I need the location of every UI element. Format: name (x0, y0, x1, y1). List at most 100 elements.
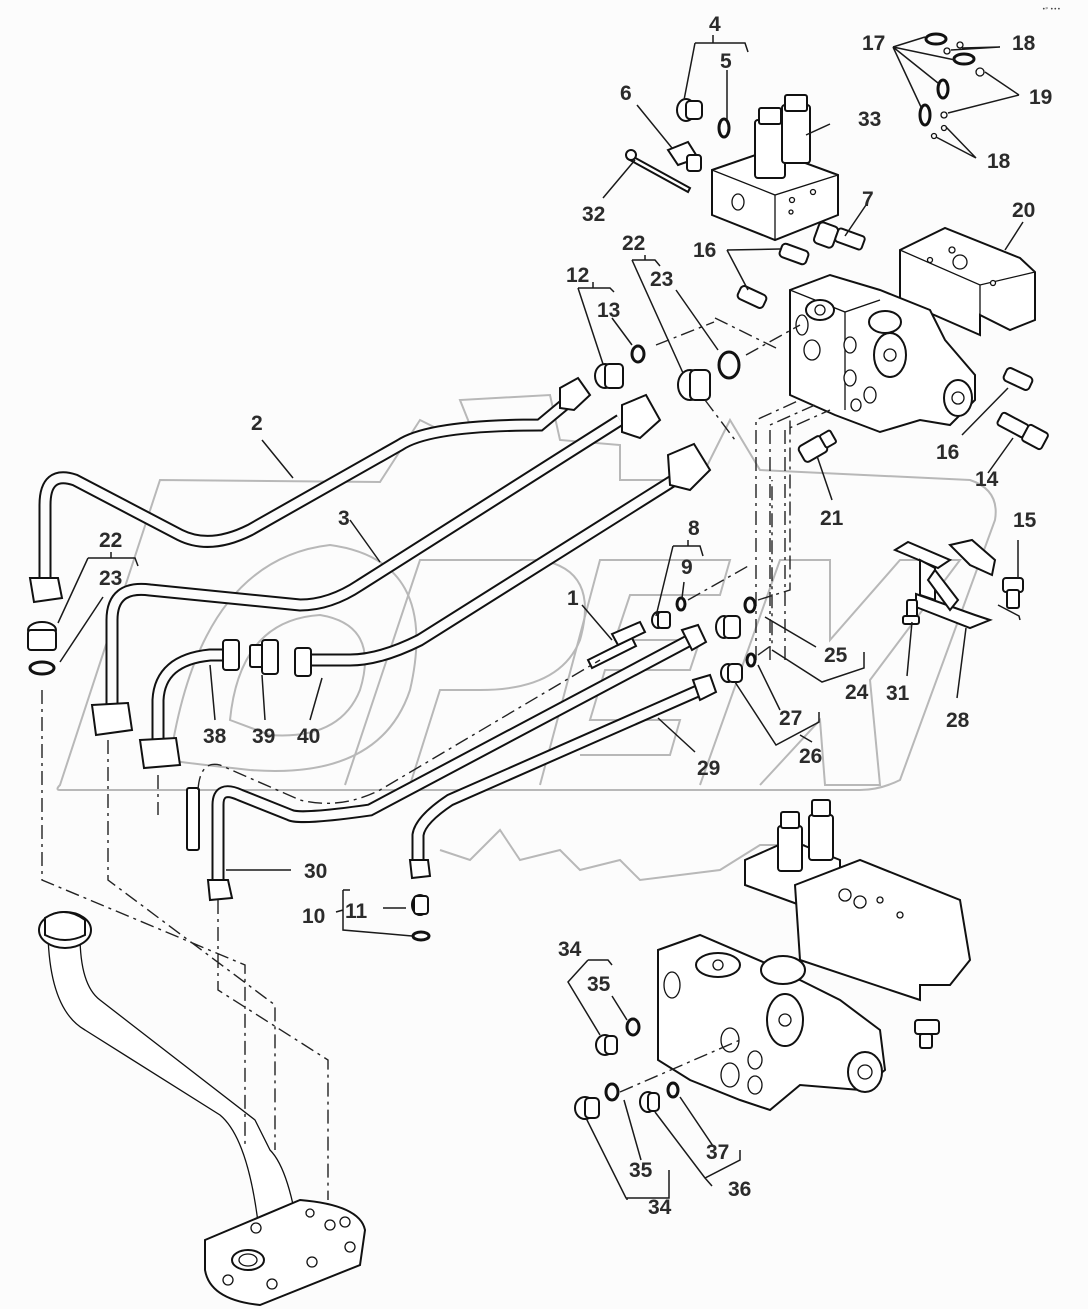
part-8-fitting[interactable] (651, 611, 671, 629)
callout-4[interactable]: 4 (709, 13, 721, 36)
alignment-line-sensor (197, 659, 601, 804)
callout-27[interactable]: 27 (779, 707, 802, 730)
part-9-o-ring[interactable] (675, 596, 687, 612)
callout-17[interactable]: 17 (862, 32, 885, 55)
callout-29[interactable]: 29 (697, 757, 720, 780)
alignment-lines-fittings (687, 420, 791, 656)
part-16-plug-upper[interactable] (778, 242, 810, 266)
part-7-fitting[interactable] (812, 221, 866, 251)
part-24-fitting[interactable] (715, 615, 741, 639)
part-22-adapter-lower[interactable] (27, 621, 57, 651)
lower-valve-assembly[interactable] (657, 799, 972, 1112)
part-35-o-ring-lower[interactable] (604, 1082, 620, 1102)
callout-22a[interactable]: 22 (622, 232, 645, 255)
callout-18b[interactable]: 18 (987, 150, 1011, 173)
part-14-relief-plug[interactable] (996, 411, 1049, 451)
callout-15[interactable]: 15 (1013, 509, 1037, 532)
pipe-40[interactable] (294, 442, 712, 677)
callout-11[interactable]: 11 (345, 900, 368, 923)
callout-18a[interactable]: 18 (1012, 32, 1036, 55)
part-21-sensor[interactable] (797, 429, 837, 463)
callout-35b[interactable]: 35 (629, 1159, 653, 1182)
callout-10[interactable]: 10 (302, 905, 325, 928)
pipe-38[interactable] (138, 639, 240, 770)
callout-36[interactable]: 36 (728, 1178, 751, 1201)
callout-21[interactable]: 21 (820, 507, 844, 530)
part-37-o-ring[interactable] (666, 1081, 680, 1099)
callout-19[interactable]: 19 (1029, 86, 1052, 109)
pipe-3[interactable] (90, 393, 662, 737)
leader-lines (57, 35, 1024, 1200)
part-16-plug-left[interactable] (736, 285, 768, 310)
callout-14[interactable]: 14 (975, 468, 999, 491)
callout-34a[interactable]: 34 (558, 938, 582, 961)
pipe-29[interactable] (408, 673, 718, 880)
callout-24[interactable]: 24 (845, 681, 869, 704)
part-13-o-ring[interactable] (630, 344, 646, 364)
callout-1[interactable]: 1 (567, 587, 579, 610)
callout-37[interactable]: 37 (706, 1141, 729, 1164)
callout-2[interactable]: 2 (251, 412, 263, 435)
part-26-fitting[interactable] (720, 663, 743, 683)
callout-28[interactable]: 28 (946, 709, 970, 732)
callout-7[interactable]: 7 (862, 188, 874, 211)
callout-labels: 4 5 6 32 33 7 17 18 19 18 20 16 22 23 12… (99, 13, 1052, 1219)
callout-26[interactable]: 26 (799, 745, 822, 768)
part-27-o-ring[interactable] (745, 652, 757, 668)
callout-35a[interactable]: 35 (587, 973, 611, 996)
part-30-sensor[interactable] (186, 787, 200, 851)
part-22-adapter-upper[interactable] (677, 369, 711, 401)
alignment-line-lower-valve (619, 1039, 741, 1093)
seal-kit[interactable] (918, 32, 985, 140)
part-34-plug-upper[interactable] (595, 1034, 618, 1056)
part-16-plug-right[interactable] (1002, 367, 1034, 392)
part-34-plug-lower[interactable] (574, 1096, 600, 1120)
callout-33[interactable]: 33 (858, 108, 881, 131)
callout-31[interactable]: 31 (886, 682, 910, 705)
alignment-lines-upper (655, 317, 831, 660)
callout-32[interactable]: 32 (582, 203, 605, 226)
pipe-30[interactable] (206, 623, 708, 902)
part-5-o-ring[interactable] (717, 117, 731, 139)
corner-mark: •ᵖ ••• (1042, 6, 1061, 13)
part-39-union[interactable] (249, 639, 279, 675)
part-31-bolt[interactable] (902, 599, 920, 625)
callout-40[interactable]: 40 (297, 725, 320, 748)
main-control-valve[interactable] (789, 226, 1036, 434)
part-15-bolt[interactable] (1002, 577, 1024, 609)
callout-3[interactable]: 3 (338, 507, 350, 530)
callout-6[interactable]: 6 (620, 82, 632, 105)
pipe-2[interactable] (28, 376, 592, 604)
callout-5[interactable]: 5 (720, 50, 732, 73)
part-12-adapter[interactable] (594, 363, 624, 389)
part-36-plug[interactable] (639, 1091, 660, 1113)
part-11-fitting[interactable] (411, 894, 429, 916)
callout-23b[interactable]: 23 (99, 567, 122, 590)
part-10-o-ring[interactable] (411, 930, 431, 942)
alignment-lines-filler (41, 690, 329, 1200)
callout-22b[interactable]: 22 (99, 529, 122, 552)
callout-8[interactable]: 8 (688, 517, 700, 540)
callout-34b[interactable]: 34 (648, 1196, 672, 1219)
part-25-o-ring[interactable] (743, 596, 757, 614)
part-35-o-ring-upper[interactable] (625, 1017, 641, 1037)
callout-12[interactable]: 12 (566, 264, 589, 287)
solenoid-valve-block[interactable] (711, 94, 839, 242)
callout-38[interactable]: 38 (203, 725, 227, 748)
part-28-bracket[interactable] (892, 538, 997, 630)
filler-pipe-assembly[interactable] (38, 911, 367, 1307)
callout-9[interactable]: 9 (681, 556, 693, 579)
callout-20[interactable]: 20 (1012, 199, 1035, 222)
callout-39[interactable]: 39 (252, 725, 275, 748)
part-23-o-ring-upper[interactable] (717, 350, 741, 380)
part-6-elbow[interactable] (666, 140, 702, 172)
part-23-o-ring-lower[interactable] (28, 660, 56, 676)
callout-25[interactable]: 25 (824, 644, 848, 667)
callout-23a[interactable]: 23 (650, 268, 673, 291)
callout-16a[interactable]: 16 (693, 239, 716, 262)
callout-30[interactable]: 30 (304, 860, 327, 883)
part-4-fitting[interactable] (676, 98, 703, 122)
callout-13[interactable]: 13 (597, 299, 620, 322)
callout-16b[interactable]: 16 (936, 441, 959, 464)
